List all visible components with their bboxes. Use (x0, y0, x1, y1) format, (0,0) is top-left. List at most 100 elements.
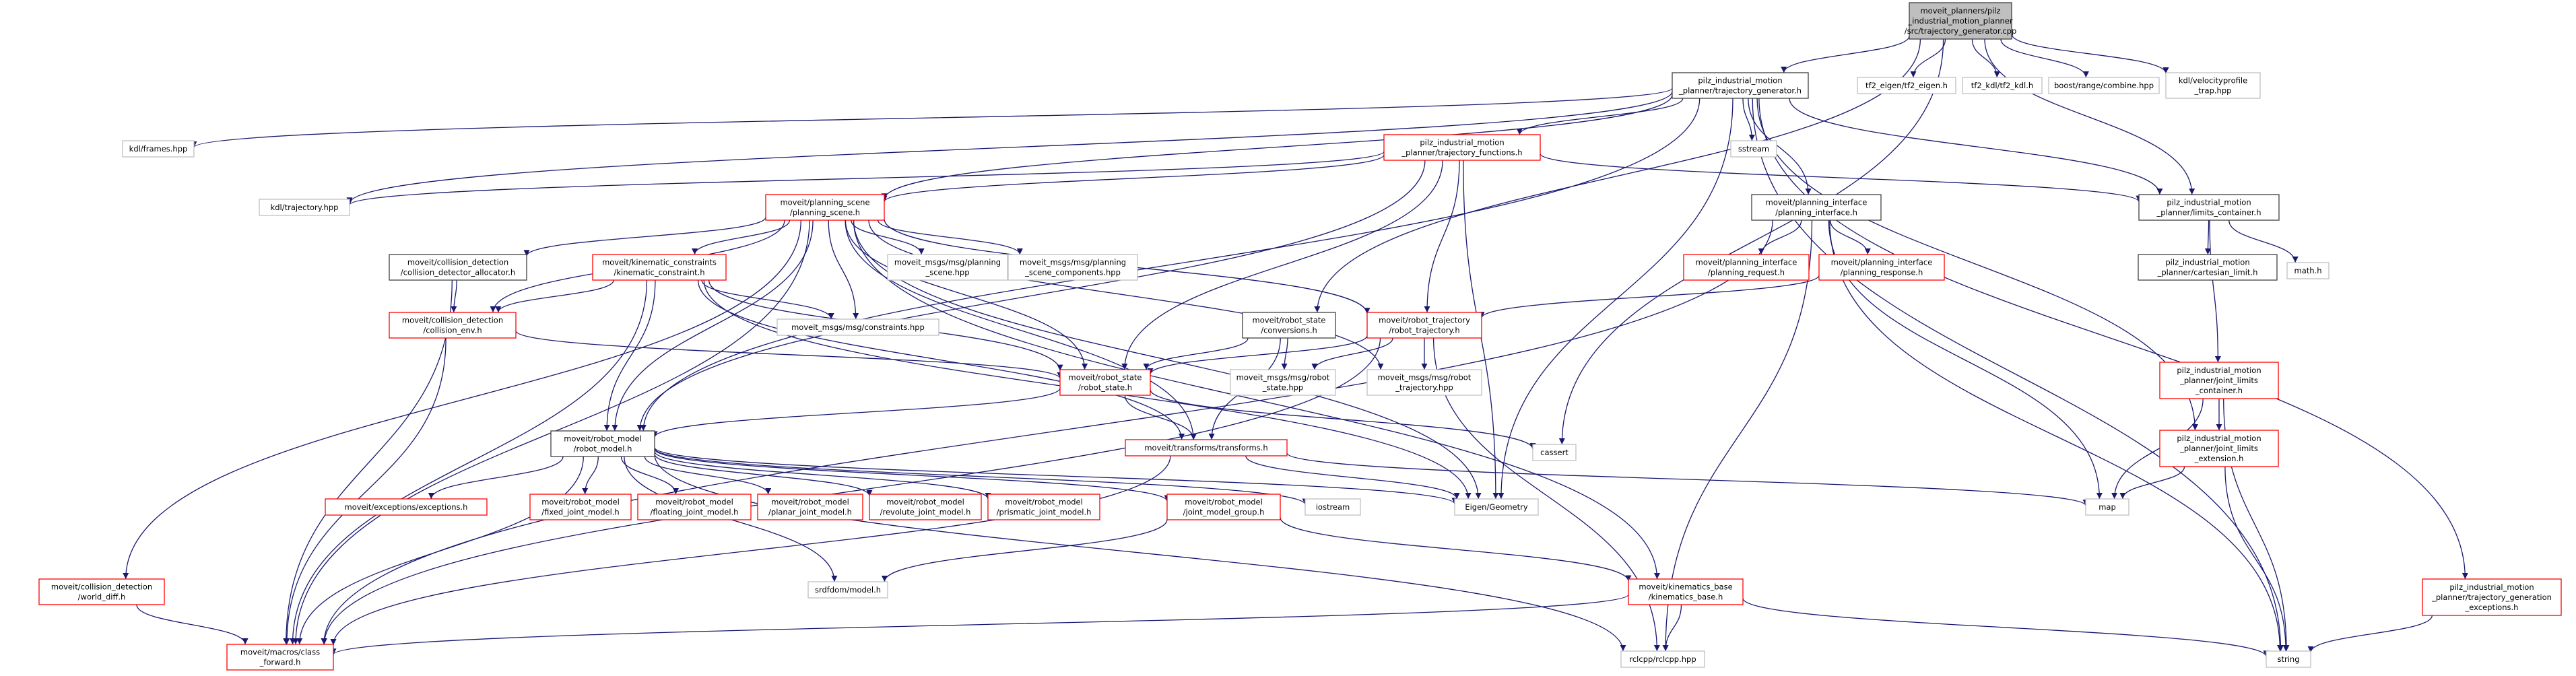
node-map: map (2085, 498, 2129, 516)
node-moveit-robot-model-floating-joint-model-h[interactable]: moveit/robot_model/floating_joint_model.… (637, 494, 752, 520)
node-string: string (2266, 650, 2311, 668)
node-pilz-industrial-motion-planner-limits-container-h[interactable]: pilz_industrial_motion_planner/limits_co… (2138, 194, 2280, 221)
node-label-line: _trajectory.hpp (1395, 383, 1453, 393)
edge-n13-to-n47 (283, 279, 453, 645)
edge-line (296, 456, 584, 645)
edge-n1-to-n46 (1758, 98, 2468, 580)
node-sstream: sstream (1730, 140, 1777, 158)
node-pilz-industrial-motion-planner-trajectory-generator-h[interactable]: pilz_industrial_motion_planner/trajector… (1672, 72, 1809, 99)
node-eigen-geometry: Eigen/Geometry (1454, 498, 1539, 516)
edge-line (346, 151, 1385, 206)
edge-line (620, 456, 680, 495)
node-moveit-robot-model-robot-model-h[interactable]: moveit/robot_model/robot_model.h (550, 430, 655, 457)
edge-n1-to-n6 (191, 88, 1673, 148)
edge-line (1150, 389, 1536, 450)
edge-n0-to-n12 (1984, 38, 2195, 195)
node-moveit-robot-model-joint-model-group-h[interactable]: moveit/robot_model/joint_model_group.h (1166, 494, 1281, 520)
edge-line (1789, 98, 2163, 195)
node-label-line: sstream (1738, 144, 1769, 154)
node-moveit-exceptions-exceptions-h[interactable]: moveit/exceptions/exceptions.h (325, 498, 488, 516)
edge-n1-to-n11 (1748, 98, 1812, 195)
edge-line (644, 456, 772, 495)
edge-line (603, 279, 656, 432)
node-pilz-industrial-motion-planner-trajectory-generation-exceptions-h[interactable]: pilz_industrial_motion_planner/trajector… (2422, 578, 2562, 616)
edge-n8-to-n25 (1121, 160, 1443, 370)
node-moveit-collision-detection-world-diff-h[interactable]: moveit/collision_detection/world_diff.h (38, 578, 165, 605)
node-pilz-industrial-motion-planner-joint-limits-extension-h[interactable]: pilz_industrial_motion_planner/joint_lim… (2159, 430, 2279, 467)
node-moveit-robot-state-robot-state-h[interactable]: moveit/robot_state/robot_state.h (1059, 369, 1151, 396)
node-box (1230, 369, 1336, 396)
edge-n30-to-n41 (654, 446, 1458, 505)
node-label-line: moveit/robot_model (564, 434, 642, 444)
node-moveit-collision-detection-collision-env-h[interactable]: moveit/collision_detection/collision_env… (389, 312, 517, 339)
node-moveit-robot-model-fixed-joint-model-h[interactable]: moveit/robot_model/fixed_joint_model.h (529, 494, 632, 520)
node-moveit-kinematic-constraints-kinematic-constraint-h[interactable]: moveit/kinematic_constraints/kinematic_c… (592, 254, 727, 281)
node-moveit-planning-interface-planning-interface-h[interactable]: moveit/planning_interface/planning_inter… (1751, 194, 1882, 221)
edge-n32-to-n49 (2224, 466, 2289, 652)
edge-n1-to-n10 (881, 94, 1673, 200)
node-label-line: pilz_industrial_motion (1698, 76, 1782, 86)
node-label-line: moveit/planning_scene (780, 198, 869, 207)
node-box (122, 140, 195, 158)
node-moveit-msgs-msg-planning-scene-components-hpp: moveit_msgs/msg/planning_scene_component… (1008, 254, 1138, 281)
node-moveit-planners-pilz-industrial-motion-planner-src-trajectory-generator-cpp[interactable]: moveit_planners/pilz_industrial_motion_p… (1905, 2, 2017, 40)
node-box (1909, 2, 2012, 40)
edge-line (1662, 219, 1813, 652)
node-label-line: iostream (1316, 502, 1350, 512)
node-label-line: /planning_interface.h (1775, 208, 1857, 217)
edge-line (1830, 219, 1871, 255)
edge-line (1516, 98, 1684, 135)
edge-line (1662, 604, 1682, 652)
node-pilz-industrial-motion-planner-trajectory-functions-h[interactable]: pilz_industrial_motion_planner/trajector… (1383, 134, 1541, 161)
edge-line (1245, 455, 1460, 500)
edge-line (881, 154, 1385, 202)
node-moveit-collision-detection-collision-detector-allocator-h[interactable]: moveit/collision_detection/collision_det… (389, 254, 527, 281)
node-label-line: _planner/trajectory_functions.h (1401, 148, 1522, 158)
edge-n31-to-n41 (1245, 455, 1460, 500)
node-moveit-planning-scene-planning-scene-h[interactable]: moveit/planning_scene/planning_scene.h (765, 194, 885, 221)
node-moveit-robot-trajectory-robot-trajectory-h[interactable]: moveit/robot_trajectory/robot_trajectory… (1366, 312, 1482, 339)
node-moveit-robot-state-conversions-h[interactable]: moveit/robot_state/conversions.h (1242, 312, 1336, 339)
node-layer: moveit_planners/pilz_industrial_motion_p… (38, 2, 2562, 671)
node-label-line: /planning_request.h (1708, 268, 1785, 277)
edge-line (1280, 517, 1632, 582)
node-label-line: kdl/trajectory.hpp (271, 203, 339, 212)
edge-line (2224, 466, 2289, 652)
node-moveit-kinematics-base-kinematics-base-h[interactable]: moveit/kinematics_base/kinematics_base.h (1628, 578, 1744, 605)
edge-line (654, 453, 873, 496)
edge-n24-to-n25 (1147, 335, 1368, 375)
edge-n10-to-n45 (853, 219, 1661, 580)
node-box (987, 494, 1100, 520)
node-label-line: Eigen/Geometry (1465, 502, 1528, 512)
node-moveit-planning-interface-planning-response-h[interactable]: moveit/planning_interface/planning_respo… (1818, 254, 1945, 281)
node-pilz-industrial-motion-planner-cartesian-limit-h[interactable]: pilz_industrial_motion_planner/cartesian… (2138, 254, 2278, 281)
edge-line (1311, 337, 1393, 370)
node-moveit-planning-interface-planning-request-h[interactable]: moveit/planning_interface/planning_reque… (1683, 254, 1810, 281)
node-pilz-industrial-motion-planner-joint-limits-container-h[interactable]: pilz_industrial_motion_planner/joint_lim… (2159, 362, 2279, 399)
node-moveit-robot-model-revolute-joint-model-h[interactable]: moveit/robot_model/revolute_joint_model.… (869, 494, 982, 520)
edge-line (523, 217, 766, 257)
node-moveit-macros-class-forward-h[interactable]: moveit/macros/class_forward.h (226, 644, 334, 671)
edge-n14-to-n21 (495, 279, 614, 313)
edge-line (1558, 38, 1944, 445)
node-moveit-robot-model-planar-joint-model-h[interactable]: moveit/robot_model/planar_joint_model.h (757, 494, 863, 520)
edge-line (1910, 38, 1946, 78)
edge-n30-to-n34 (582, 456, 599, 495)
node-label-line: cassert (1540, 448, 1568, 457)
node-label-line: /kinematics_base.h (1649, 593, 1723, 602)
edge-n0-to-n29 (1558, 38, 1944, 445)
edge-line (1781, 36, 1910, 73)
edge-line (654, 448, 1170, 502)
edge-line (1424, 160, 1460, 313)
node-moveit-transforms-transforms-h[interactable]: moveit/transforms/transforms.h (1125, 439, 1288, 457)
node-moveit-robot-model-prismatic-joint-model-h[interactable]: moveit/robot_model/prismatic_joint_model… (987, 494, 1100, 520)
edge-n0-to-n4 (2000, 38, 2089, 78)
edge-n10-to-n13 (523, 217, 766, 257)
edge-n10-to-n43 (123, 219, 801, 580)
edge-n10-to-n31 (845, 219, 1197, 440)
edge-n10-to-n16 (877, 219, 1023, 255)
node-kdl-trajectory-hpp: kdl/trajectory.hpp (259, 199, 350, 216)
node-label-line: _scene_components.hpp (1024, 268, 1121, 277)
edge-line (2228, 219, 2299, 263)
edge-n13-to-n21 (451, 279, 457, 313)
